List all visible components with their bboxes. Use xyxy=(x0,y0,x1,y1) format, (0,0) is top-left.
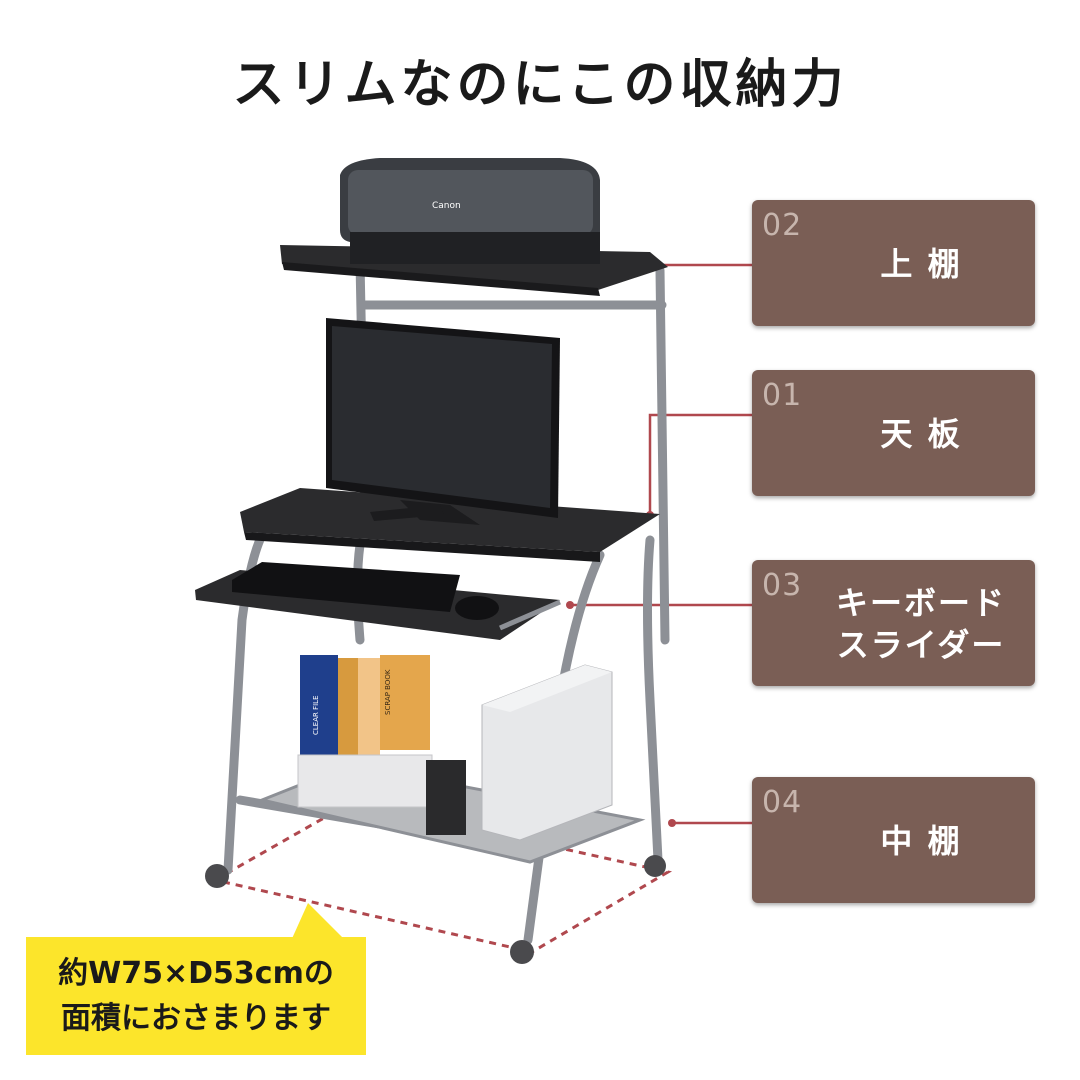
label-text-line2: スライダー xyxy=(836,626,1006,664)
label-number: 02 xyxy=(762,208,803,243)
callout-line2: 面積におさまります xyxy=(61,1001,331,1036)
binders: SCRAP BOOK CLEAR FILE xyxy=(297,655,433,808)
label-middle-shelf: 04 中 棚 xyxy=(752,777,1035,903)
label-text-line1: キーボード xyxy=(835,584,1006,622)
footprint-outline xyxy=(210,800,673,954)
mouse xyxy=(455,596,499,620)
file-spine-label: CLEAR FILE xyxy=(312,695,320,735)
casters xyxy=(205,855,666,964)
printer: Canon xyxy=(340,158,600,264)
footprint-callout: 約W75×D53cmの 面積におさまります xyxy=(26,937,366,1055)
label-text: 中 棚 xyxy=(880,822,962,860)
label-number: 01 xyxy=(762,378,803,413)
label-number: 03 xyxy=(762,568,803,603)
monitor xyxy=(326,318,560,525)
label-text: 上 棚 xyxy=(880,245,962,283)
page-title: スリムなのにこの収納力 xyxy=(232,54,848,115)
label-number: 04 xyxy=(762,785,803,820)
router xyxy=(426,760,466,835)
keyboard xyxy=(232,562,460,612)
book-spine-label: SCRAP BOOK xyxy=(384,669,392,715)
label-text: 天 板 xyxy=(880,415,962,453)
label-upper-shelf: 02 上 棚 xyxy=(752,200,1035,326)
callout-line1: 約W75×D53cmの xyxy=(58,956,334,991)
callout-tail xyxy=(290,903,348,943)
label-keyboard-slider: 03 キーボード スライダー xyxy=(752,560,1035,686)
pc-tower xyxy=(481,664,613,841)
label-desktop: 01 天 板 xyxy=(752,370,1035,496)
printer-brand: Canon xyxy=(432,201,461,211)
